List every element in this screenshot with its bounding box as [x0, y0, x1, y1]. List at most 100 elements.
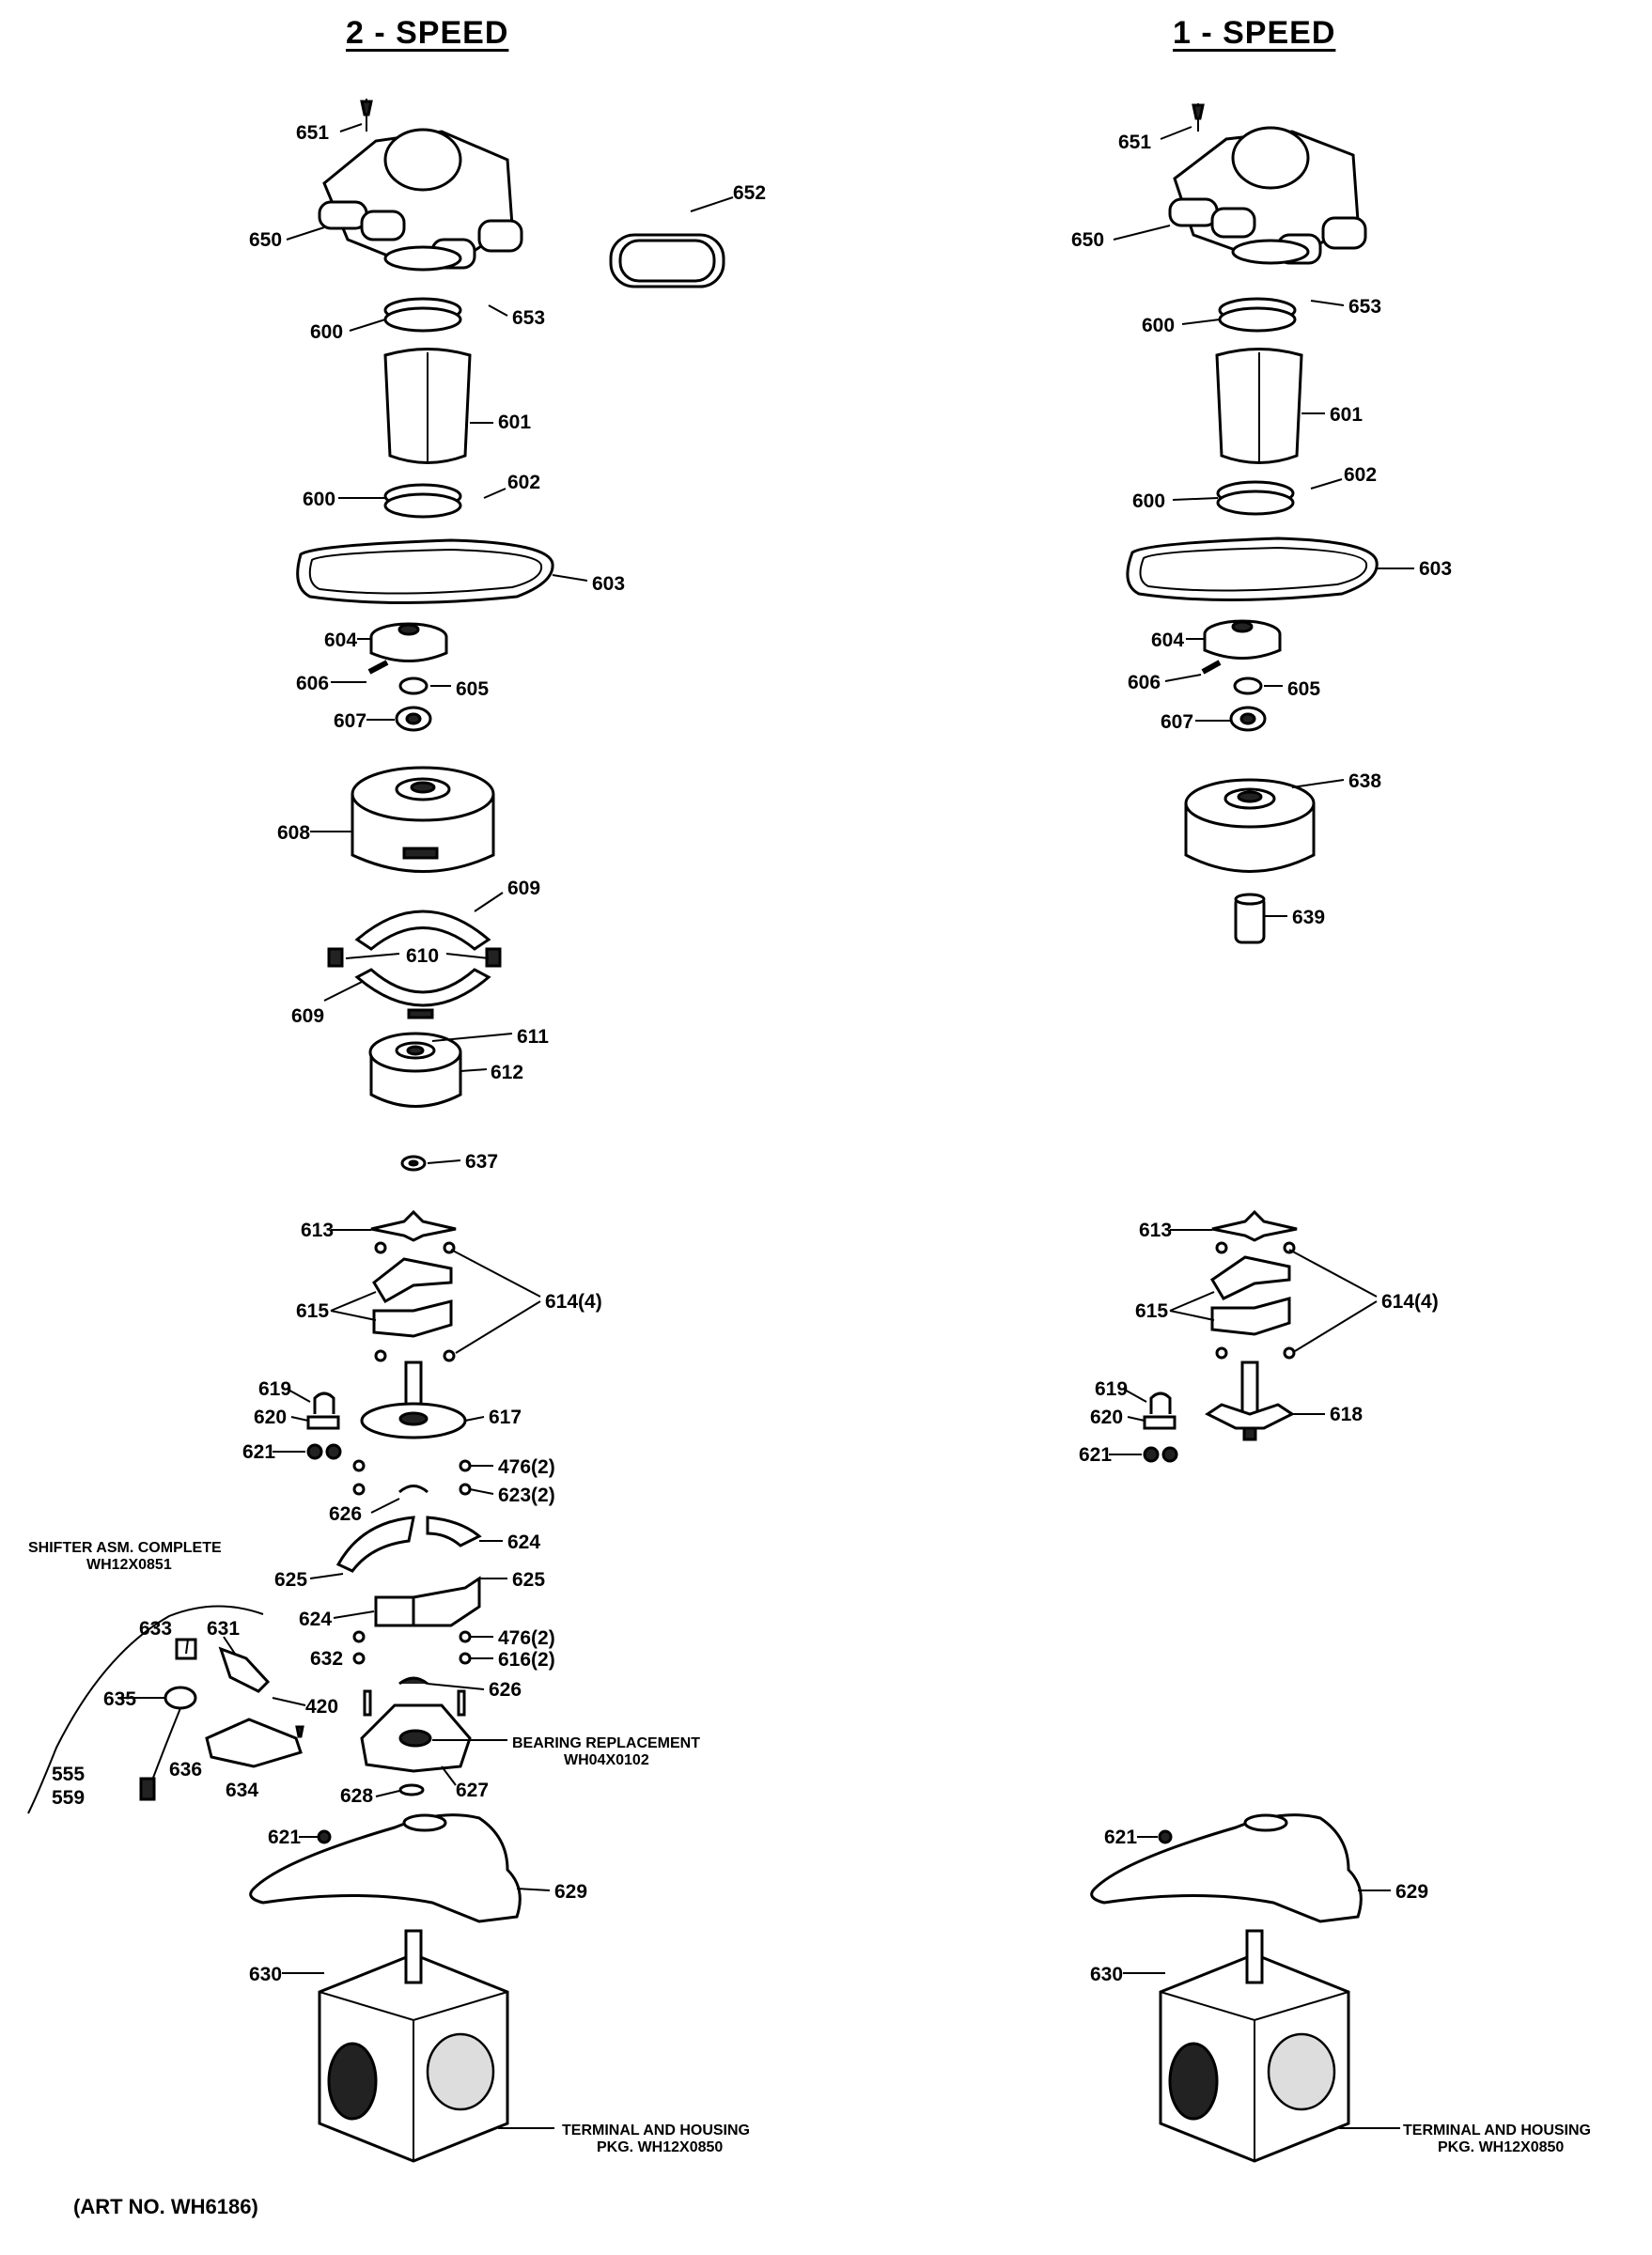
label-615-right: 615	[1135, 1300, 1168, 1322]
ring-605-right	[1233, 676, 1263, 695]
pulley-604-right	[1203, 619, 1282, 660]
label-626-upper: 626	[329, 1503, 362, 1525]
label-621-lower-right: 621	[1104, 1827, 1137, 1848]
link-613-left	[370, 1209, 457, 1242]
label-621-lower-left: 621	[268, 1827, 301, 1848]
shoe-624-625-upper	[335, 1516, 482, 1573]
label-604-left: 604	[324, 630, 357, 651]
label-559: 559	[52, 1787, 85, 1809]
plate-620-left	[306, 1415, 340, 1430]
clamp-600-bottom-left	[383, 483, 462, 519]
label-650-right: 650	[1071, 229, 1104, 251]
hub-617	[360, 1361, 467, 1439]
ring-605-left	[398, 676, 429, 695]
label-618: 618	[1330, 1404, 1363, 1425]
label-600-top-right: 600	[1142, 315, 1175, 336]
bearing-note-title: BEARING REPLACEMENT	[512, 1735, 700, 1751]
label-600-bottom-right: 600	[1132, 490, 1165, 512]
label-629-right: 629	[1395, 1881, 1428, 1903]
label-631: 631	[207, 1618, 240, 1640]
bearing-607-left	[395, 706, 432, 732]
label-613-right: 613	[1139, 1220, 1172, 1241]
clip-619-right	[1149, 1392, 1172, 1414]
label-617: 617	[489, 1407, 522, 1428]
label-604-right: 604	[1151, 630, 1184, 651]
label-601-left: 601	[498, 412, 531, 433]
label-608: 608	[277, 822, 310, 844]
label-605-right: 605	[1287, 678, 1320, 700]
weights-615-left	[372, 1257, 453, 1338]
washers-614-left	[374, 1241, 456, 1362]
label-636: 636	[169, 1759, 202, 1781]
label-621-upper-right: 621	[1079, 1444, 1112, 1466]
label-628: 628	[340, 1785, 373, 1807]
label-619-right: 619	[1095, 1378, 1128, 1400]
pump-assembly-right	[1168, 103, 1367, 265]
label-615-left: 615	[296, 1300, 329, 1322]
label-420: 420	[305, 1696, 338, 1718]
sleeve-639	[1234, 893, 1266, 944]
part-labels-right: 651 650 653 600 601 600 602 603 604 606 …	[1071, 132, 1452, 1985]
label-612: 612	[491, 1062, 523, 1083]
label-610: 610	[406, 945, 439, 967]
weights-615-right	[1209, 1255, 1291, 1336]
label-614-right: 614(4)	[1381, 1291, 1439, 1313]
motor-630-left	[318, 1929, 509, 2163]
spring-626-lower	[398, 1676, 429, 1686]
terminal-note-left-part: PKG. WH12X0850	[597, 2139, 723, 2155]
hub-618	[1205, 1361, 1295, 1441]
art-number: (ART NO. WH6186)	[73, 2195, 258, 2218]
nuts-621-left	[306, 1443, 342, 1460]
spring-626-upper	[398, 1485, 429, 1494]
shoe-609-lower	[354, 968, 491, 1019]
label-476-lower: 476(2)	[498, 1627, 555, 1649]
shoe-609-upper	[354, 910, 491, 951]
label-605-left: 605	[456, 678, 489, 700]
label-629-left: 629	[554, 1881, 587, 1903]
label-634: 634	[226, 1780, 258, 1801]
label-630-left: 630	[249, 1964, 282, 1985]
shoe-624-625-lower	[374, 1576, 481, 1627]
label-651-left: 651	[296, 122, 329, 144]
label-635: 635	[103, 1688, 136, 1710]
label-619-left: 619	[258, 1378, 291, 1400]
cam-612	[368, 1032, 462, 1108]
label-650-left: 650	[249, 229, 282, 251]
label-601-right: 601	[1330, 404, 1363, 426]
label-603-right: 603	[1419, 558, 1452, 580]
nut-621-lower-left	[317, 1829, 332, 1844]
label-653-right: 653	[1348, 296, 1381, 318]
label-614-left: 614(4)	[545, 1291, 602, 1313]
label-600-top-left: 600	[310, 321, 343, 343]
ring-628	[398, 1783, 425, 1796]
clutch-drum-608	[351, 766, 495, 873]
label-602-right: 602	[1344, 464, 1377, 486]
belt-603-right	[1126, 537, 1379, 601]
label-555: 555	[52, 1764, 85, 1785]
label-602-left: 602	[507, 472, 540, 493]
label-632: 632	[310, 1648, 343, 1670]
label-609-lower: 609	[291, 1005, 324, 1027]
header-2-speed: 2 - SPEED	[346, 15, 509, 51]
label-651-right: 651	[1118, 132, 1151, 153]
leader-lines-left	[117, 123, 734, 2129]
label-606-right: 606	[1128, 672, 1161, 693]
label-627: 627	[456, 1780, 489, 1801]
link-613-right	[1211, 1209, 1298, 1242]
plate-620-right	[1143, 1415, 1177, 1430]
label-625-left: 625	[274, 1569, 307, 1591]
washers-614-right	[1215, 1241, 1296, 1360]
label-609-upper: 609	[507, 878, 540, 899]
nuts-621-right	[1143, 1446, 1178, 1463]
nut-621-lower-right	[1158, 1829, 1173, 1844]
part-labels-left: 651 650 653 652 600 601 600 602 603 604 …	[52, 122, 766, 1985]
spring-610	[327, 947, 502, 968]
bearing-plate-627	[360, 1689, 472, 1773]
label-639: 639	[1292, 907, 1325, 928]
clamp-600-top-right	[1218, 297, 1297, 333]
drive-belt-small-652	[609, 233, 725, 288]
label-611: 611	[517, 1026, 549, 1048]
label-606-left: 606	[296, 673, 329, 694]
hose-601-right	[1215, 348, 1303, 464]
